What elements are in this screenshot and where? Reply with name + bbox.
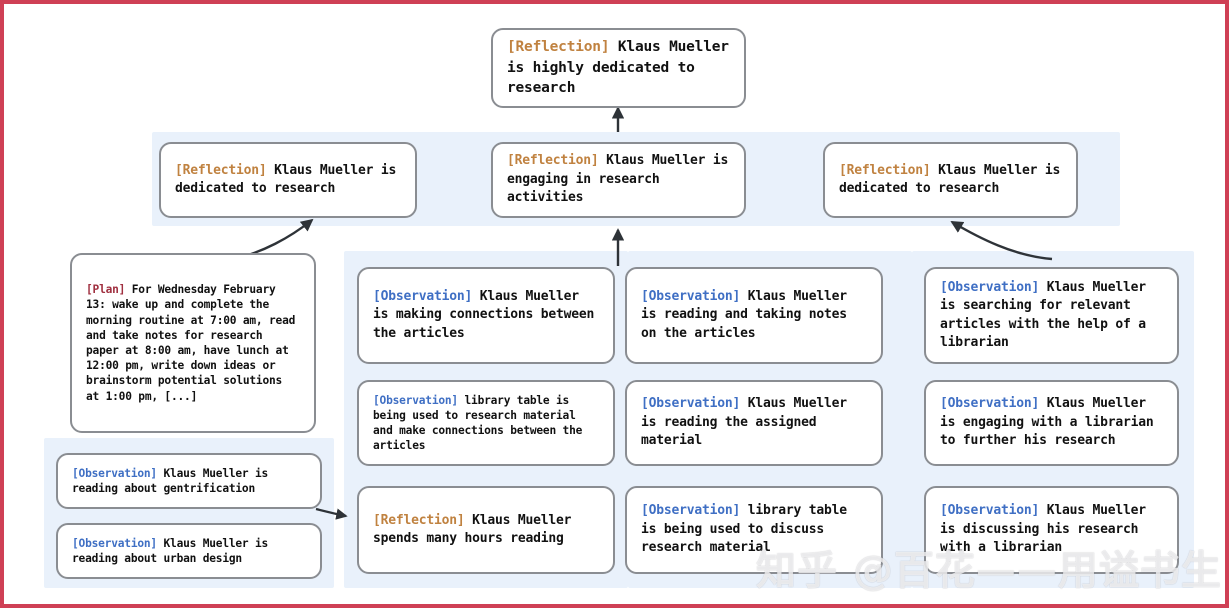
node-tag: [Plan] xyxy=(86,283,132,297)
node-text: Klaus Mueller is dedicated to research xyxy=(839,162,1061,196)
node-col2-observation-3[interactable]: [Observation] library table is being use… xyxy=(625,486,883,574)
node-tag: [Reflection] xyxy=(507,153,607,169)
node-col2-observation-2[interactable]: [Observation] Klaus Mueller is reading t… xyxy=(625,380,883,466)
node-text: Klaus Mueller is discussing his research… xyxy=(940,503,1146,556)
node-text: Klaus Mueller is engaging with a librari… xyxy=(940,396,1154,449)
node-text: library table is being used to discuss r… xyxy=(641,503,847,556)
watermark: 知乎 @百花——用谥书生 xyxy=(756,548,1222,594)
node-root-reflection[interactable]: [Reflection] Klaus Mueller is highly ded… xyxy=(491,28,746,108)
node-tag: [Reflection] xyxy=(175,162,275,178)
node-text: Klaus Mueller is reading and taking note… xyxy=(641,288,847,341)
node-text: Klaus Mueller is highly dedicated to res… xyxy=(507,39,729,97)
node-text: Klaus Mueller spends many hours reading xyxy=(373,512,572,546)
node-text: Klaus Mueller is engaging in research ac… xyxy=(507,153,729,206)
node-col2-observation-1[interactable]: [Observation] Klaus Mueller is reading a… xyxy=(625,267,883,364)
node-text: Klaus Mueller is searching for relevant … xyxy=(940,279,1146,350)
node-text: Klaus Mueller is reading about urban des… xyxy=(72,536,269,565)
node-tag: [Observation] xyxy=(940,279,1047,295)
node-col3-observation-3[interactable]: [Observation] Klaus Mueller is discussin… xyxy=(924,486,1179,574)
node-text: Klaus Mueller is making connections betw… xyxy=(373,288,595,341)
node-tag: [Observation] xyxy=(72,466,164,480)
node-tag: [Reflection] xyxy=(373,512,473,528)
node-col3-observation-2[interactable]: [Observation] Klaus Mueller is engaging … xyxy=(924,380,1179,466)
node-tag: [Observation] xyxy=(373,393,465,407)
node-tag: [Observation] xyxy=(641,288,748,304)
node-mid-right-reflection[interactable]: [Reflection] Klaus Mueller is dedicated … xyxy=(823,142,1078,218)
node-tag: [Observation] xyxy=(373,288,480,304)
node-left-observation-2[interactable]: [Observation] Klaus Mueller is reading a… xyxy=(56,523,322,579)
node-text: Klaus Mueller is dedicated to research xyxy=(175,162,397,196)
node-tag: [Observation] xyxy=(940,503,1047,519)
node-text: library table is being used to research … xyxy=(373,393,583,453)
node-plan[interactable]: [Plan] For Wednesday February 13: wake u… xyxy=(70,253,316,433)
node-tag: [Observation] xyxy=(72,536,164,550)
node-tag: [Reflection] xyxy=(839,162,939,178)
node-tag: [Observation] xyxy=(940,396,1047,412)
node-mid-left-reflection[interactable]: [Reflection] Klaus Mueller is dedicated … xyxy=(159,142,417,218)
node-tag: [Observation] xyxy=(641,396,748,412)
node-tag: [Observation] xyxy=(641,503,748,519)
node-col1-reflection[interactable]: [Reflection] Klaus Mueller spends many h… xyxy=(357,486,615,574)
node-col1-observation-2[interactable]: [Observation] library table is being use… xyxy=(357,380,615,466)
node-left-observation-1[interactable]: [Observation] Klaus Mueller is reading a… xyxy=(56,453,322,509)
node-text: For Wednesday February 13: wake up and c… xyxy=(86,283,296,403)
node-col3-observation-1[interactable]: [Observation] Klaus Mueller is searching… xyxy=(924,267,1179,364)
node-mid-center-reflection[interactable]: [Reflection] Klaus Mueller is engaging i… xyxy=(491,142,746,218)
node-tag: [Reflection] xyxy=(507,39,618,56)
node-text: Klaus Mueller is reading about gentrific… xyxy=(72,466,269,495)
node-col1-observation-1[interactable]: [Observation] Klaus Mueller is making co… xyxy=(357,267,615,364)
node-text: Klaus Mueller is reading the assigned ma… xyxy=(641,396,847,449)
